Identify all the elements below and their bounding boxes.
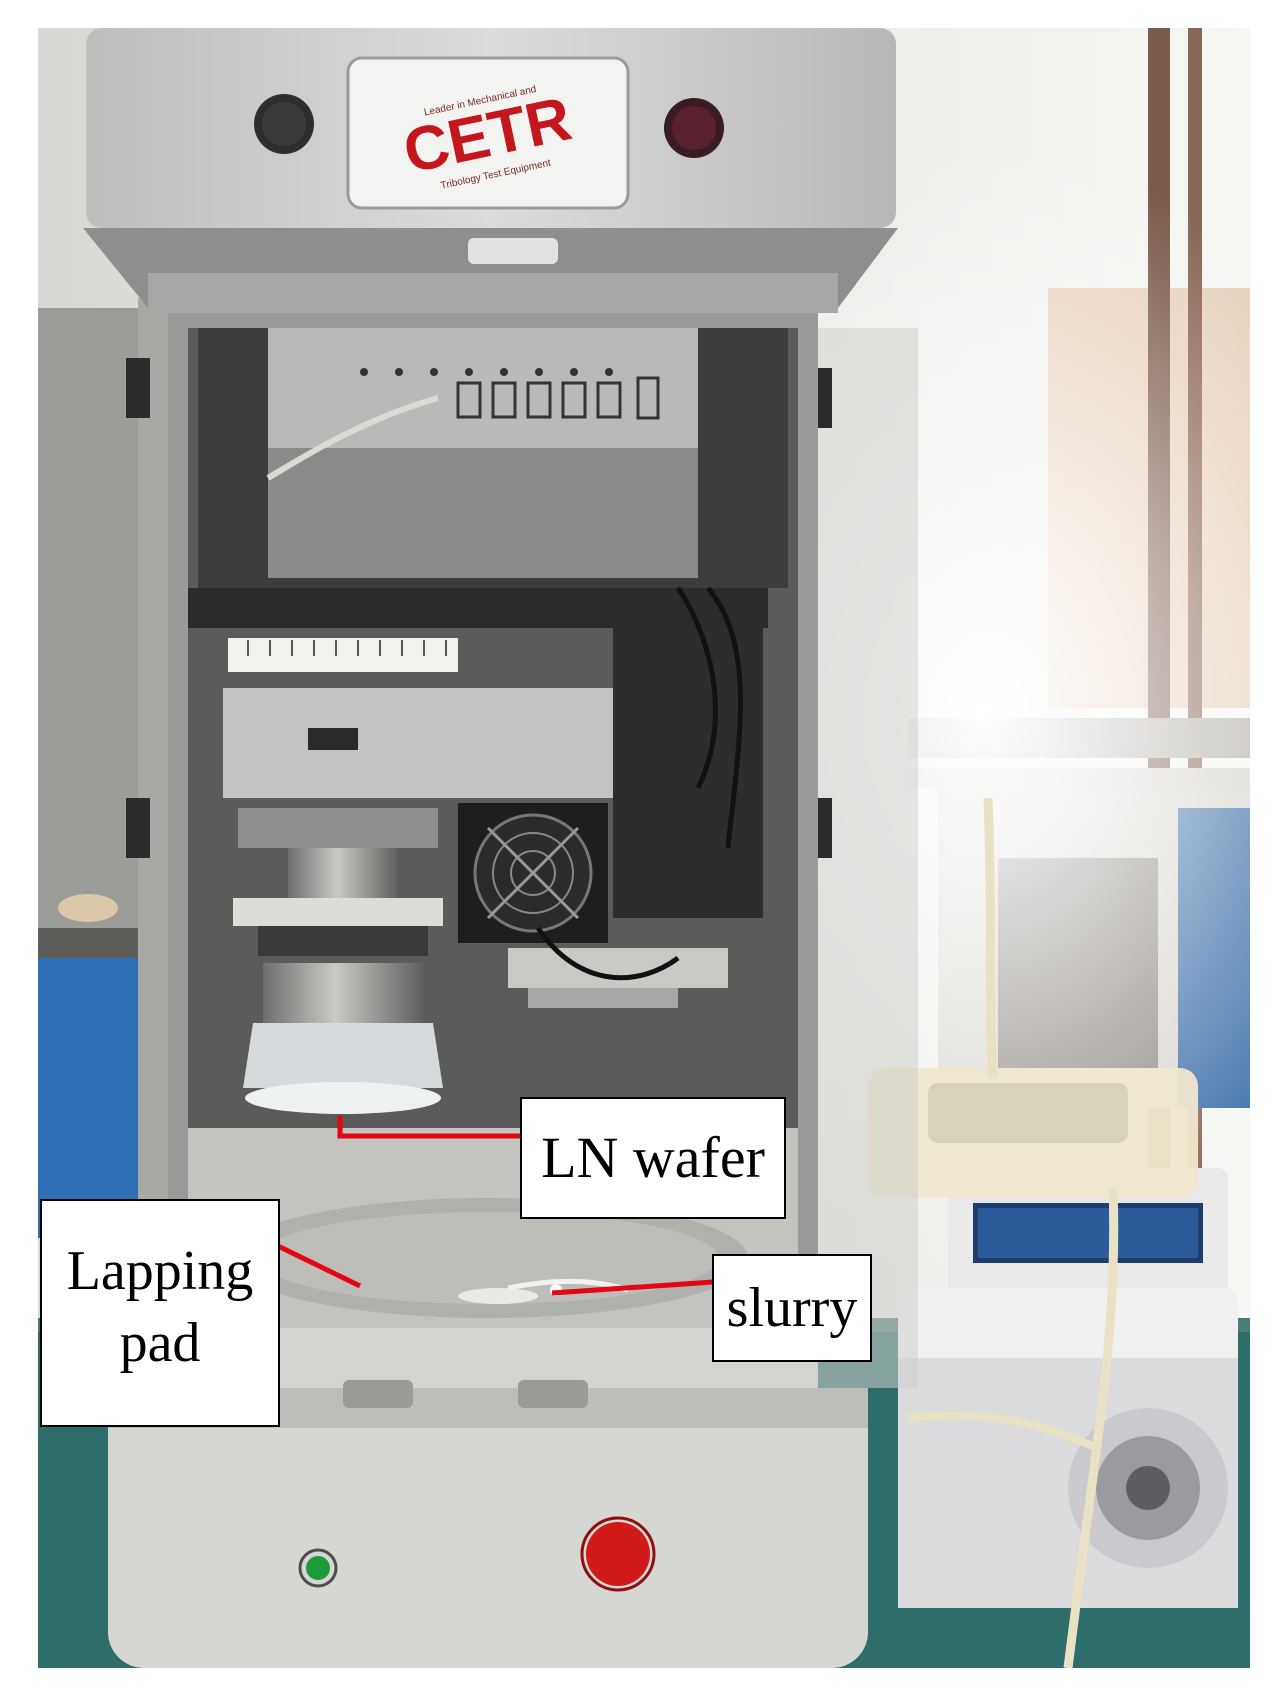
wafer-leader-line xyxy=(337,1116,520,1139)
callout-slurry-text: slurry xyxy=(726,1277,858,1339)
callout-lapping-pad: Lapping pad xyxy=(40,1199,280,1427)
machine-photo: CETR Leader in Mechanical and Tribology … xyxy=(38,28,1250,1668)
callout-lapping-pad-line1: Lapping xyxy=(66,1240,254,1302)
photo-illustration: CETR Leader in Mechanical and Tribology … xyxy=(38,28,1250,1668)
callout-lapping-pad-line2: pad xyxy=(119,1312,201,1374)
pad-leader-line xyxy=(276,1243,362,1289)
slurry-leader-line xyxy=(551,1279,714,1296)
callout-slurry: slurry xyxy=(712,1254,872,1362)
callout-ln-wafer-text: LN wafer xyxy=(541,1125,765,1190)
callout-ln-wafer: LN wafer xyxy=(520,1097,786,1219)
